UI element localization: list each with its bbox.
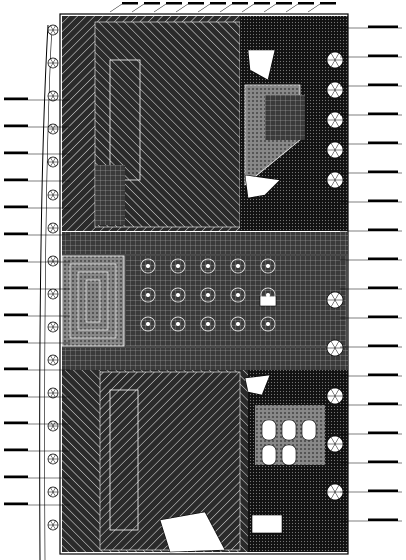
callout-leader-top — [175, 2, 204, 13]
upper-block — [62, 16, 348, 231]
callout-leader — [340, 83, 402, 87]
callout-leader — [340, 141, 402, 145]
left-road-edge-inner — [44, 24, 53, 560]
tree-symbol — [47, 321, 59, 333]
callout-leader — [4, 502, 70, 506]
callout-leader — [340, 489, 402, 493]
tree-symbol — [47, 57, 59, 69]
callout-leader — [4, 151, 70, 155]
callout-leader — [4, 448, 70, 452]
grove-tree — [170, 287, 186, 303]
callout-leader — [340, 402, 402, 406]
callout-leader-top — [131, 2, 160, 13]
callout-leader — [4, 178, 70, 182]
tree-symbol — [47, 420, 59, 432]
tree-symbol — [326, 435, 344, 453]
grove-tree — [200, 258, 216, 274]
callout-leader — [340, 373, 402, 377]
callout-leader — [340, 344, 402, 348]
callout-leader — [4, 232, 70, 236]
callout-leader — [340, 518, 402, 522]
callout-leader — [4, 421, 70, 425]
grove-tree — [230, 258, 246, 274]
callout-leader-top — [109, 2, 138, 13]
boundary-trees — [47, 24, 344, 531]
callout-leader-top — [263, 2, 292, 13]
grove-tree — [200, 316, 216, 332]
callout-leader — [4, 394, 70, 398]
central-plaza — [61, 254, 348, 348]
grove-tree — [260, 287, 276, 303]
upper-walkway — [62, 232, 348, 254]
callout-leader — [340, 431, 402, 435]
tree-symbol — [47, 222, 59, 234]
callout-leader — [4, 97, 70, 101]
tree-symbol — [326, 111, 344, 129]
grove-tree — [200, 287, 216, 303]
callout-leader-top — [241, 2, 270, 13]
plaza-tree-grove — [140, 258, 276, 332]
tree-symbol — [47, 387, 59, 399]
callout-leader — [4, 124, 70, 128]
callout-leader — [4, 205, 70, 209]
tree-symbol — [47, 453, 59, 465]
callout-leader-top — [285, 2, 314, 13]
callout-leader — [340, 170, 402, 174]
tree-symbol — [47, 288, 59, 300]
grove-tree — [140, 287, 156, 303]
callout-leader-top — [197, 2, 226, 13]
annotation-callouts — [4, 2, 402, 522]
callout-leader — [340, 257, 402, 261]
tree-symbol — [326, 387, 344, 405]
callout-leader — [340, 286, 402, 290]
callout-leader-top — [153, 2, 182, 13]
callout-leader — [4, 340, 70, 344]
grove-tree — [260, 316, 276, 332]
grove-tree — [140, 316, 156, 332]
callout-leader — [340, 228, 402, 232]
tree-symbol — [47, 90, 59, 102]
callout-leader — [4, 475, 70, 479]
callout-leader — [4, 286, 70, 290]
callout-leader — [4, 367, 70, 371]
tree-symbol — [47, 156, 59, 168]
grove-tree — [140, 258, 156, 274]
tree-symbol — [47, 189, 59, 201]
tree-symbol — [47, 519, 59, 531]
tree-symbol — [47, 255, 59, 267]
tree-symbol — [47, 486, 59, 498]
callout-leader — [340, 54, 402, 58]
tree-symbol — [47, 24, 59, 36]
tree-symbol — [326, 81, 344, 99]
lower-block — [62, 370, 348, 553]
tree-symbol — [326, 291, 344, 309]
callout-leader — [340, 315, 402, 319]
tree-symbol — [326, 51, 344, 69]
callout-leader — [340, 460, 402, 464]
left-road-edge — [39, 24, 49, 560]
grove-tree — [260, 258, 276, 274]
lower-walkway — [62, 348, 348, 370]
tree-symbol — [47, 123, 59, 135]
callout-leader — [340, 199, 402, 203]
grove-tree — [170, 316, 186, 332]
callout-leader — [4, 259, 70, 263]
callout-leader — [340, 25, 402, 29]
tree-symbol — [326, 141, 344, 159]
callout-leader — [4, 313, 70, 317]
grove-tree — [230, 287, 246, 303]
grove-tree — [230, 316, 246, 332]
callout-leader — [340, 112, 402, 116]
callout-leader-top — [307, 2, 336, 13]
tree-symbol — [326, 339, 344, 357]
tree-symbol — [326, 171, 344, 189]
callout-leader-top — [219, 2, 248, 13]
grove-tree — [170, 258, 186, 274]
tree-symbol — [47, 354, 59, 366]
